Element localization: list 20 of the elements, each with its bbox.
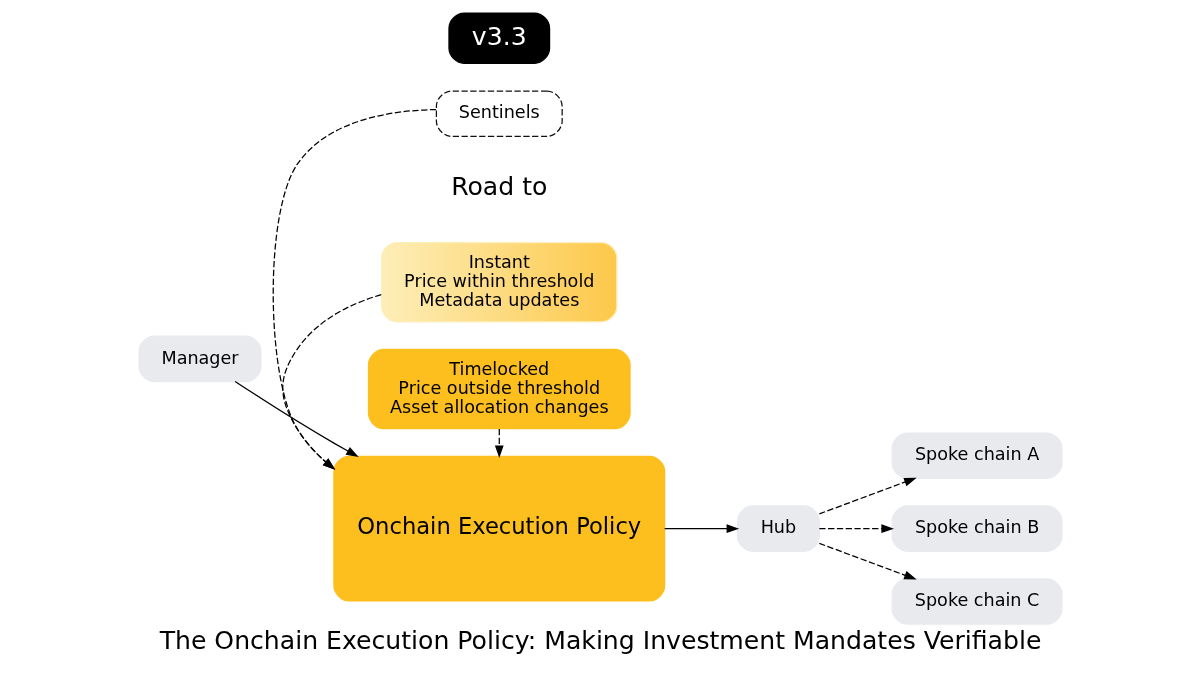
node-box: Manager [137,335,262,383]
node-box: v3.3 [447,12,550,64]
node-box: Spoke chain A [891,432,1063,479]
node-box: Hub [736,505,820,552]
arrow [281,294,382,470]
node-box: Timelocked Price outside threshold Asset allocation changes [367,348,631,430]
node-box: Spoke chain B [891,505,1063,552]
arrow [272,108,437,470]
arrow [818,477,917,515]
arrow [663,524,739,534]
diagram-title: The Onchain Execution Policy: Making Investment Mandates Verifiable [159,626,1041,656]
arrow [494,428,504,458]
arrow [818,542,917,580]
node-box: Sentinels [435,90,563,137]
label: Road to [450,172,547,202]
arrow [234,380,359,458]
node-box: Instant Price within threshold Metadata updates [380,241,617,323]
node-box: Spoke chain C [891,578,1063,625]
arrow [818,524,894,534]
node-box: Onchain Execution Policy [332,455,665,602]
